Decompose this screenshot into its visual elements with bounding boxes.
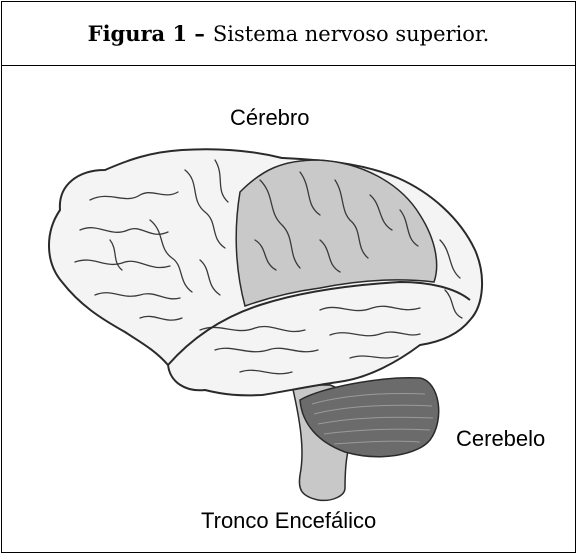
label-cerebro: Cérebro [230,105,309,131]
label-tronco-encefalico: Tronco Encefálico [201,508,376,534]
label-cerebelo: Cerebelo [456,426,545,452]
